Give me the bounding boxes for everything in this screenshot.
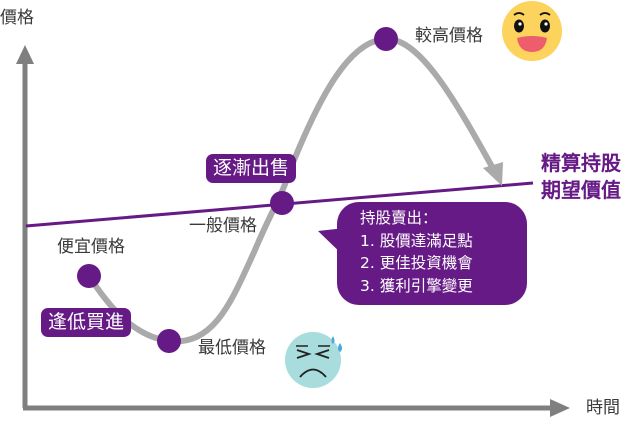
sell-reasons-bubble [318, 202, 527, 305]
buy-low-tag: 逢低買進 [41, 308, 132, 337]
label-lowest-price: 最低價格 [198, 338, 266, 358]
axes [16, 45, 570, 417]
y-axis-arrowhead [16, 45, 34, 64]
sell-reason-item: 2. 更佳投資機會 [360, 254, 473, 272]
curve-arrowhead [483, 162, 503, 186]
happy-face-icon [502, 1, 562, 61]
target-value-label-line1: 精算持股 [541, 151, 621, 175]
gradually-sell-tag: 逐漸出售 [206, 154, 297, 183]
x-axis-arrowhead [550, 399, 570, 417]
y-axis-label: 價格 [0, 8, 34, 28]
sell-reason-item: 3. 獲利引擎變更 [360, 276, 473, 295]
point-cheap [77, 264, 101, 288]
point-normal [270, 191, 294, 215]
point-lowest [157, 329, 181, 353]
x-axis-label: 時間 [586, 398, 620, 418]
target-value-label: 精算持股 期望價值 [541, 150, 621, 204]
sell-reasons-title: 持股賣出： [360, 209, 438, 227]
sell-reasons-text: 持股賣出： 1. 股價達滿足點 2. 更佳投資機會 3. 獲利引擎變更 [360, 207, 473, 297]
target-value-label-line2: 期望價值 [541, 178, 621, 202]
sell-reason-item: 1. 股價達滿足點 [360, 231, 473, 250]
label-normal-price: 一般價格 [189, 216, 257, 236]
point-high [374, 27, 398, 51]
sweating-sad-face-icon [285, 332, 342, 388]
label-cheap-price: 便宜價格 [57, 237, 125, 257]
label-high-price: 較高價格 [415, 26, 483, 46]
